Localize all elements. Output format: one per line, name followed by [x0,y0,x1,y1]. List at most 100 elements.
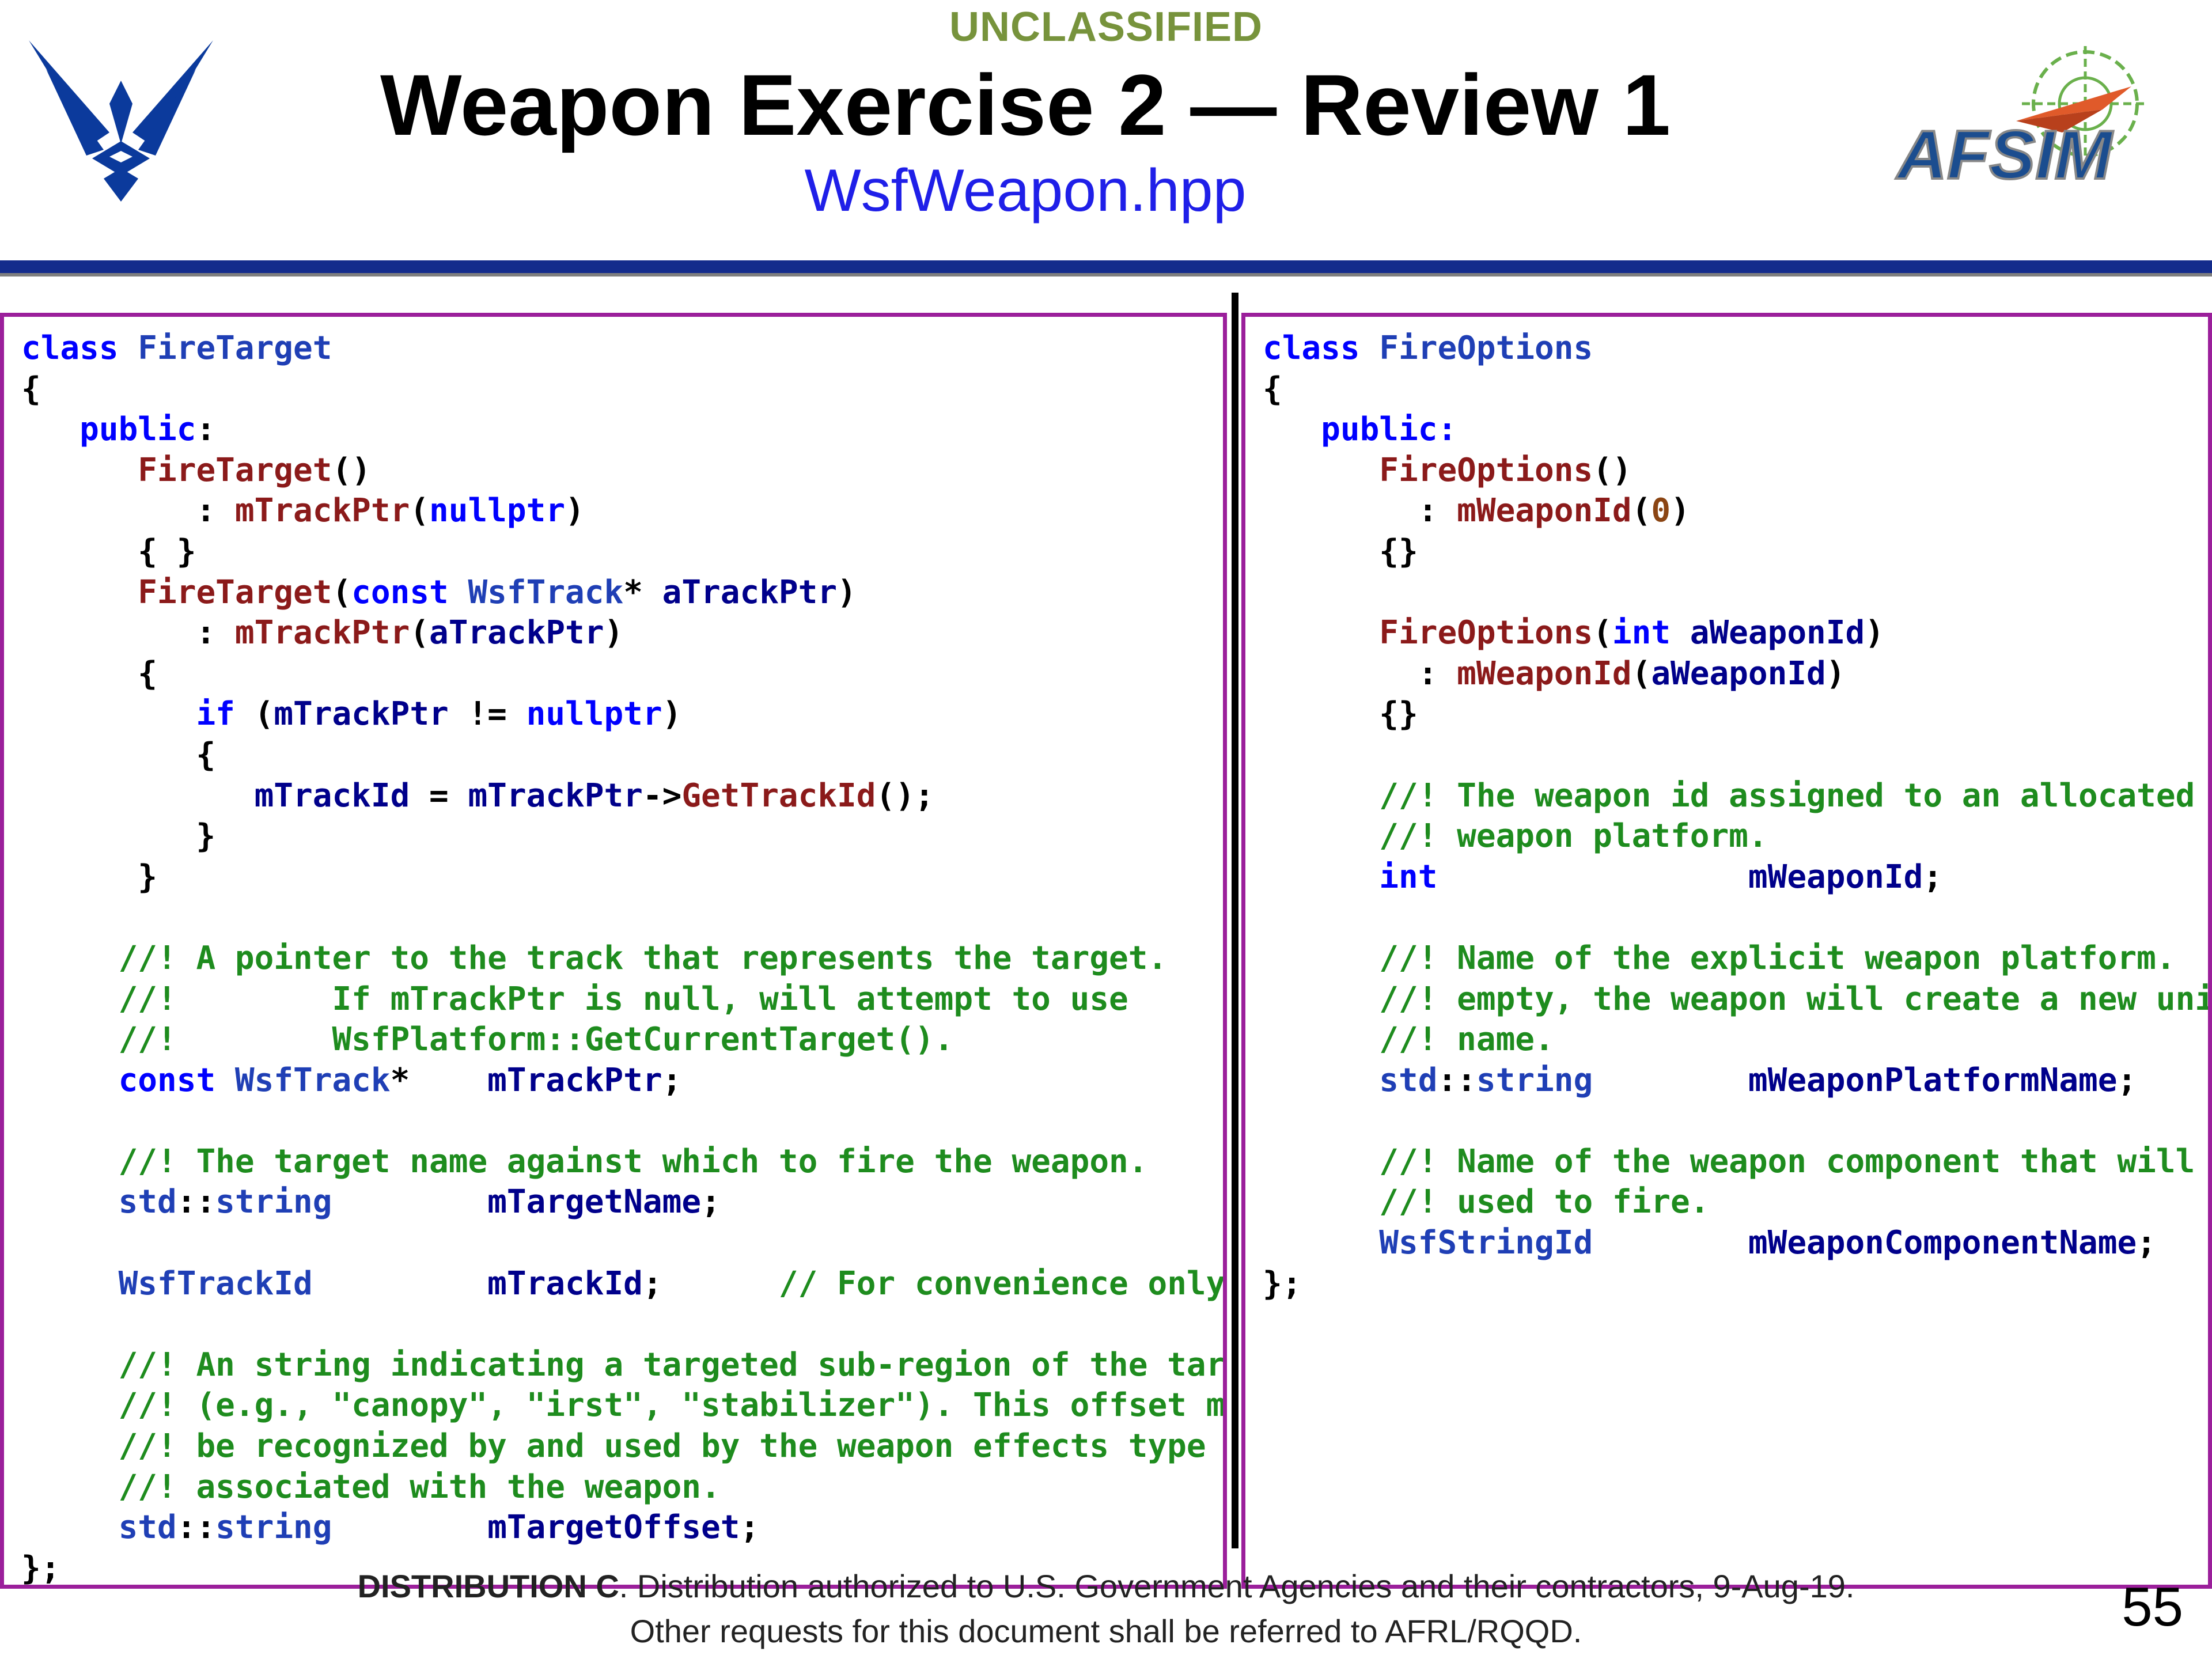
code-token: int [1612,614,1690,652]
code-token: ) [837,573,857,611]
code-token [1263,411,1321,448]
code-token: * [623,573,662,611]
code-token: { [21,654,158,692]
code-token: ) [1865,614,1884,652]
code-token: :: [176,1509,216,1547]
code-token: FireOptions [1379,451,1593,489]
code-token: GetTrackId [681,777,876,815]
code-token: string [215,1509,332,1547]
code-token: const [118,1061,235,1099]
code-token: //! weapon platform. [1379,817,1768,855]
code-line: : mTrackPtr(aTrackPtr) [21,614,623,652]
slide-subtitle: WsfWeapon.hpp [804,157,1247,224]
distribution-text: . Distribution authorized to U.S. Govern… [619,1568,1855,1604]
code-listing-fire-options: class FireOptions { public: FireOptions(… [1245,317,2208,1304]
code-token: nullptr [429,492,566,530]
distribution-line-1: DISTRIBUTION C. Distribution authorized … [0,1564,2212,1609]
code-token: mTrackPtr [468,777,643,815]
code-token: // For convenience only... [778,1264,1226,1302]
code-token [21,1509,119,1546]
code-listing-fire-target: class FireTarget { public: FireTarget() … [4,317,1223,1587]
code-token: WsfTrack [234,1061,391,1099]
code-token: }; [21,1549,60,1587]
code-token: //! associated with the weapon. [118,1468,721,1506]
code-token: FireTarget [138,451,332,489]
code-line: //! Name of the weapon component that wi… [1263,1142,2212,1180]
code-token: -> [642,777,682,815]
code-token: //! If mTrackPtr is null, will attempt t… [118,980,1128,1018]
code-line: FireTarget() [21,452,371,489]
code-token: = [410,777,468,815]
code-token: ) [1671,492,1690,530]
code-token: WsfStringId [1379,1224,1593,1262]
header-rule [0,260,2212,273]
code-token: ; [740,1509,760,1547]
code-line: //! name. [1263,1021,1554,1058]
code-line: FireOptions() [1263,451,1632,489]
code-token [1263,817,1379,855]
code-token: 0 [1651,492,1671,530]
code-token [1263,858,1379,896]
distribution-line-2: Other requests for this document shall b… [630,1613,1582,1649]
distribution-footer: DISTRIBUTION C. Distribution authorized … [0,1564,2212,1654]
code-token: ( [1631,492,1652,530]
code-token: ( [1631,654,1652,692]
code-token [21,1387,119,1424]
code-line: public: [21,411,215,448]
code-token [21,940,119,977]
code-token: ( [1593,614,1612,652]
code-token [21,980,119,1018]
code-line: { [21,736,215,774]
code-token [1263,1143,1379,1180]
code-token [1263,452,1379,489]
code-token: }; [1263,1264,1302,1302]
code-token: : [1263,492,1457,530]
code-line: }; [1263,1265,1301,1302]
code-token: () [1593,451,1632,489]
code-line: class FireOptions [1263,329,1593,367]
code-line: //! The target name against which to fir… [21,1143,1148,1180]
code-token: mTrackId [487,1264,643,1302]
code-token: ( [410,614,430,652]
code-token: mWeaponPlatformName [1748,1061,2118,1099]
code-token: ( [332,573,352,611]
code-panel-fire-target: class FireTarget { public: FireTarget() … [0,313,1227,1589]
code-token: } [21,817,216,855]
code-token: aWeaponId [1690,614,1865,652]
code-token: { [1263,370,1282,408]
code-token: //! An string indicating a targeted sub-… [118,1346,1227,1384]
code-line: {} [1263,533,1418,570]
page-number: 55 [2122,1576,2183,1638]
code-token: : [21,492,235,530]
code-line: WsfTrackId mTrackId; // For convenience … [21,1264,1226,1302]
code-token [21,1021,119,1058]
code-token: mTrackPtr [234,614,410,652]
code-token: mTargetOffset [487,1509,740,1547]
code-token [1593,1062,1748,1099]
code-token: //! used to fire. [1379,1183,1710,1221]
afsim-logo-text: AFSIM [1895,116,2113,194]
code-token: if [196,695,235,733]
classification-banner: UNCLASSIFIED [949,4,1263,50]
header-rule-shadow [0,273,2212,276]
code-token: std [118,1509,177,1547]
code-token [1263,1021,1379,1058]
code-line: std::string mTargetName; [21,1183,721,1221]
code-line: if (mTrackPtr != nullptr) [21,695,681,733]
code-token [21,695,196,733]
code-token: WsfTrackId [118,1264,313,1302]
code-line: //! be recognized by and used by the wea… [21,1427,1206,1465]
code-token: FireOptions [1379,614,1593,652]
code-token: mWeaponId [1748,858,1923,896]
code-token: ; [701,1183,721,1221]
code-token: aTrackPtr [429,614,604,652]
code-line: } [21,858,157,896]
code-token [1593,1224,1748,1262]
code-token: //! be recognized by and used by the wea… [118,1427,1206,1465]
code-token: mTrackPtr [487,1061,662,1099]
code-line: } [21,817,215,855]
code-token: :: [176,1183,216,1221]
distribution-label: DISTRIBUTION C [357,1568,619,1604]
code-token: //! Name of the weapon component that wi… [1379,1142,2212,1180]
code-token: string [215,1183,332,1221]
